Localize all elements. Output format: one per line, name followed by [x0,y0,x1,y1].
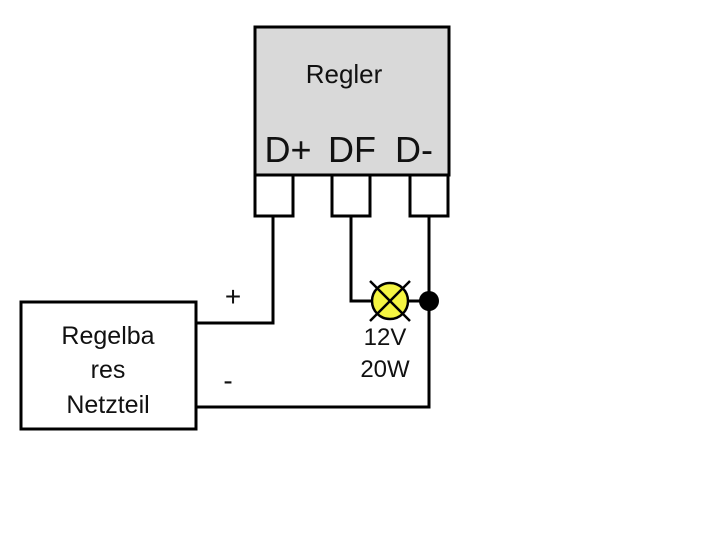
terminal-d-plus [253,173,295,218]
wire-df-to-lamp [349,216,372,303]
wire-negative [196,216,431,409]
lamp-power: 20W [360,356,410,383]
power-supply-label-line-1: Regelba [61,322,154,350]
power-supply-label-line-3: Netzteil [66,391,149,419]
plus-sign: + [225,281,241,312]
minus-sign: - [223,365,232,396]
junction-dot [419,291,439,311]
lamp-icon [369,280,411,322]
regulator-box [253,25,451,177]
power-supply-label-line-2: res [91,356,126,384]
terminal-label-d-plus: D+ [264,129,311,170]
power-supply-box [19,300,198,431]
wire-positive [196,216,275,325]
terminal-label-d-minus: D- [395,129,433,170]
terminal-label-df: DF [328,129,376,170]
regulator-label: Regler [306,59,383,89]
terminal-df [330,173,372,218]
terminal-d-minus [408,173,450,218]
lamp-voltage: 12V [364,324,407,351]
